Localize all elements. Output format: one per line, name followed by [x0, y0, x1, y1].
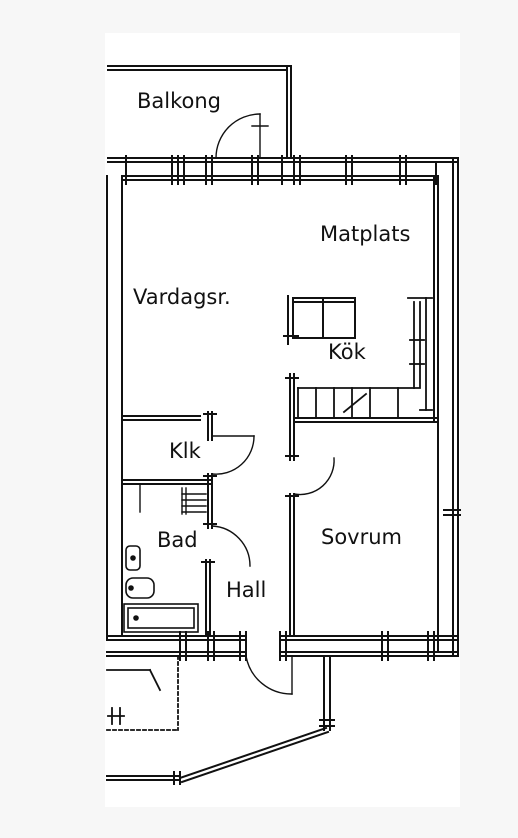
porch-outline	[106, 655, 179, 731]
kitchen-lower-counter	[297, 297, 433, 419]
bedroom-door-swing	[293, 457, 335, 496]
room-label-living-room: Vardagsr.	[133, 285, 231, 309]
bedroom-west-wall	[285, 373, 299, 637]
left-exterior-wall	[106, 175, 123, 641]
room-label-dining: Matplats	[320, 222, 411, 246]
closet-shelves	[139, 483, 207, 515]
right-exterior-wall	[433, 157, 461, 656]
room-label-bedroom: Sovrum	[321, 525, 403, 549]
closet-walls	[121, 411, 217, 529]
closet-door-swing	[211, 435, 255, 475]
porch-railing	[106, 655, 335, 785]
hall-west-wall	[201, 559, 215, 637]
kitchen-upper-counter	[283, 295, 356, 345]
balcony-outline	[107, 65, 292, 159]
bathroom-fixtures	[123, 545, 199, 633]
balcony-door-swing	[215, 113, 269, 159]
entrance-door-swing	[245, 655, 293, 695]
room-label-bathroom: Bad	[157, 528, 198, 552]
bathroom-door-swing	[211, 525, 251, 567]
bottom-wall-window-ticks	[179, 631, 435, 661]
room-label-kitchen: Kök	[328, 340, 366, 364]
bottom-exterior-wall	[106, 635, 459, 657]
top-wall-window-ticks	[125, 155, 437, 185]
room-label-balcony: Balkong	[137, 89, 222, 113]
room-label-closet: Klk	[169, 439, 201, 463]
room-label-hall: Hall	[226, 578, 267, 602]
bedroom-north-wall	[293, 417, 439, 423]
